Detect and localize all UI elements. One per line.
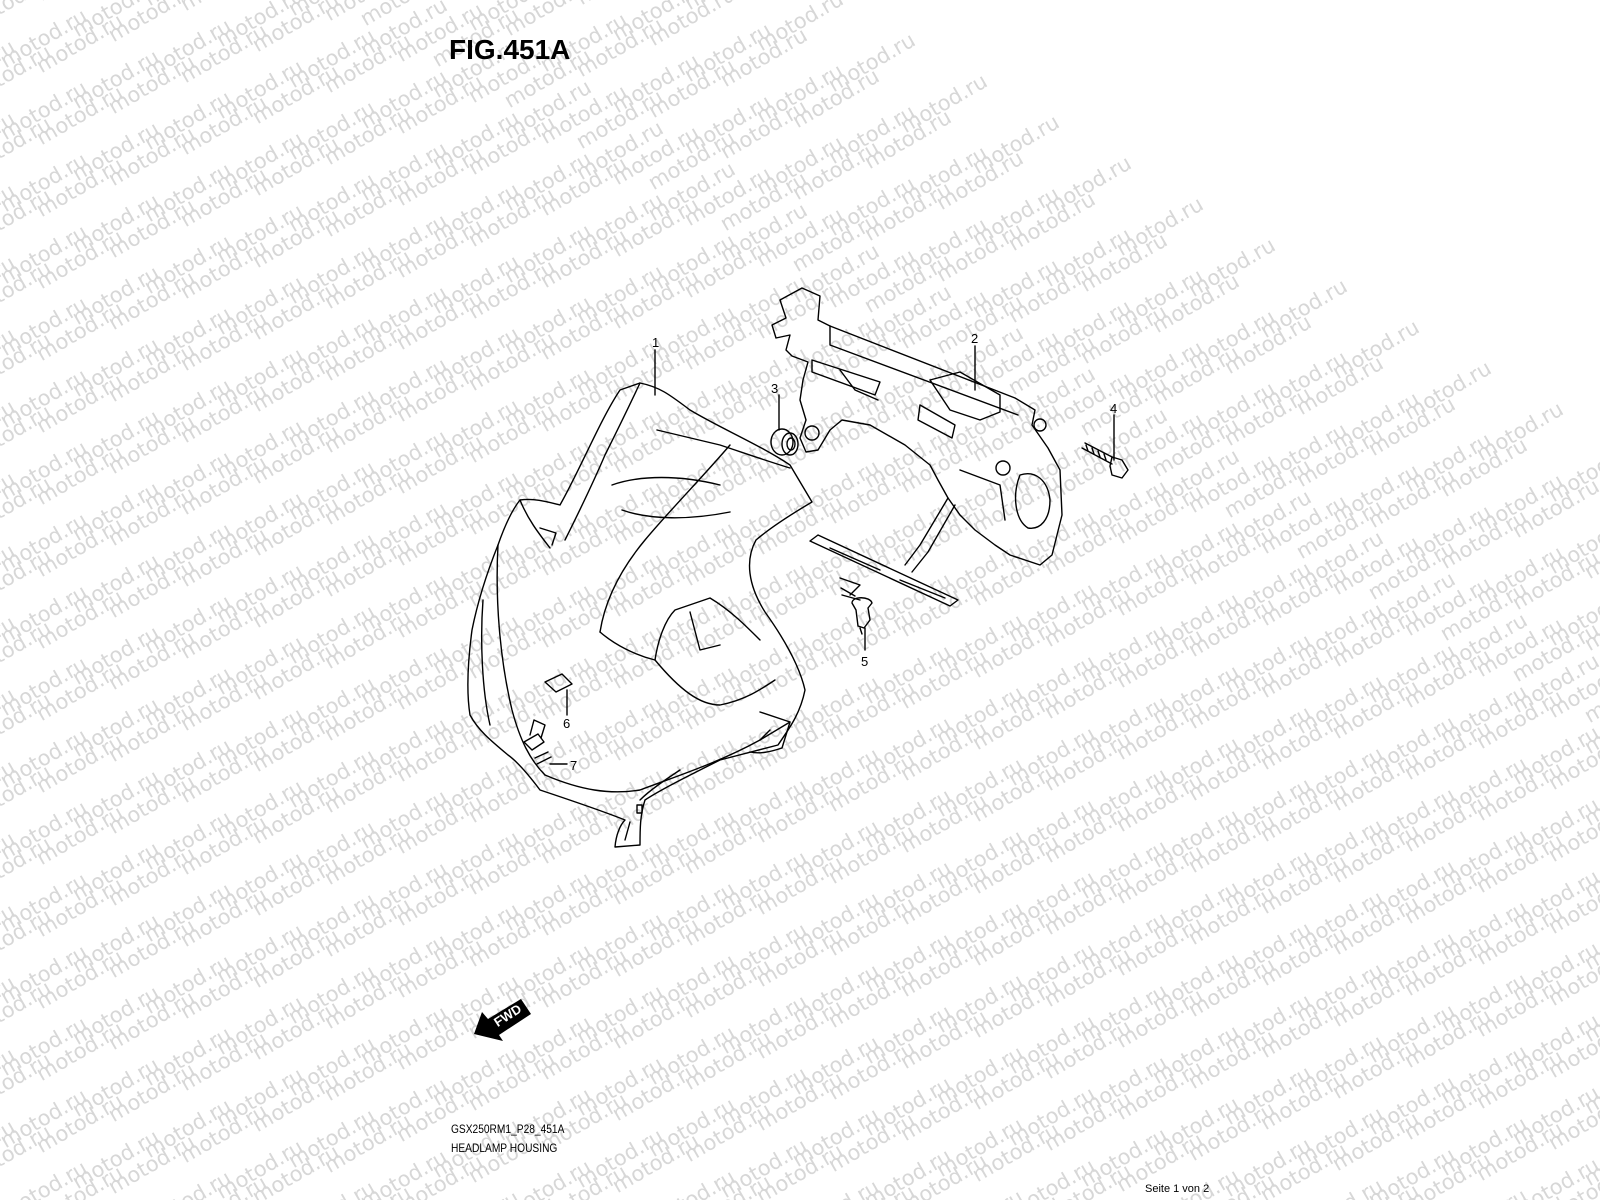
callout-4: 4 xyxy=(1110,401,1117,416)
clip-part xyxy=(851,597,873,635)
forward-arrow-icon: FWD xyxy=(474,999,531,1041)
figure-code: GSX250RM1_P28_451A xyxy=(451,1122,565,1136)
figure-title: FIG.451A xyxy=(449,34,571,65)
page-info: Seite 1 von 2 xyxy=(1145,1183,1210,1195)
callout-1: 1 xyxy=(652,335,659,350)
headlamp-bracket-part xyxy=(771,287,1063,607)
bolt-part xyxy=(1081,442,1129,479)
grommet-part xyxy=(770,428,799,456)
headlamp-housing-part xyxy=(467,382,813,848)
callout-7: 7 xyxy=(570,758,577,773)
callout-6: 6 xyxy=(563,716,570,731)
callout-2: 2 xyxy=(971,331,978,346)
callout-5: 5 xyxy=(861,654,868,669)
figure-name: HEADLAMP HOUSING xyxy=(451,1141,558,1155)
callout-3: 3 xyxy=(771,381,778,396)
